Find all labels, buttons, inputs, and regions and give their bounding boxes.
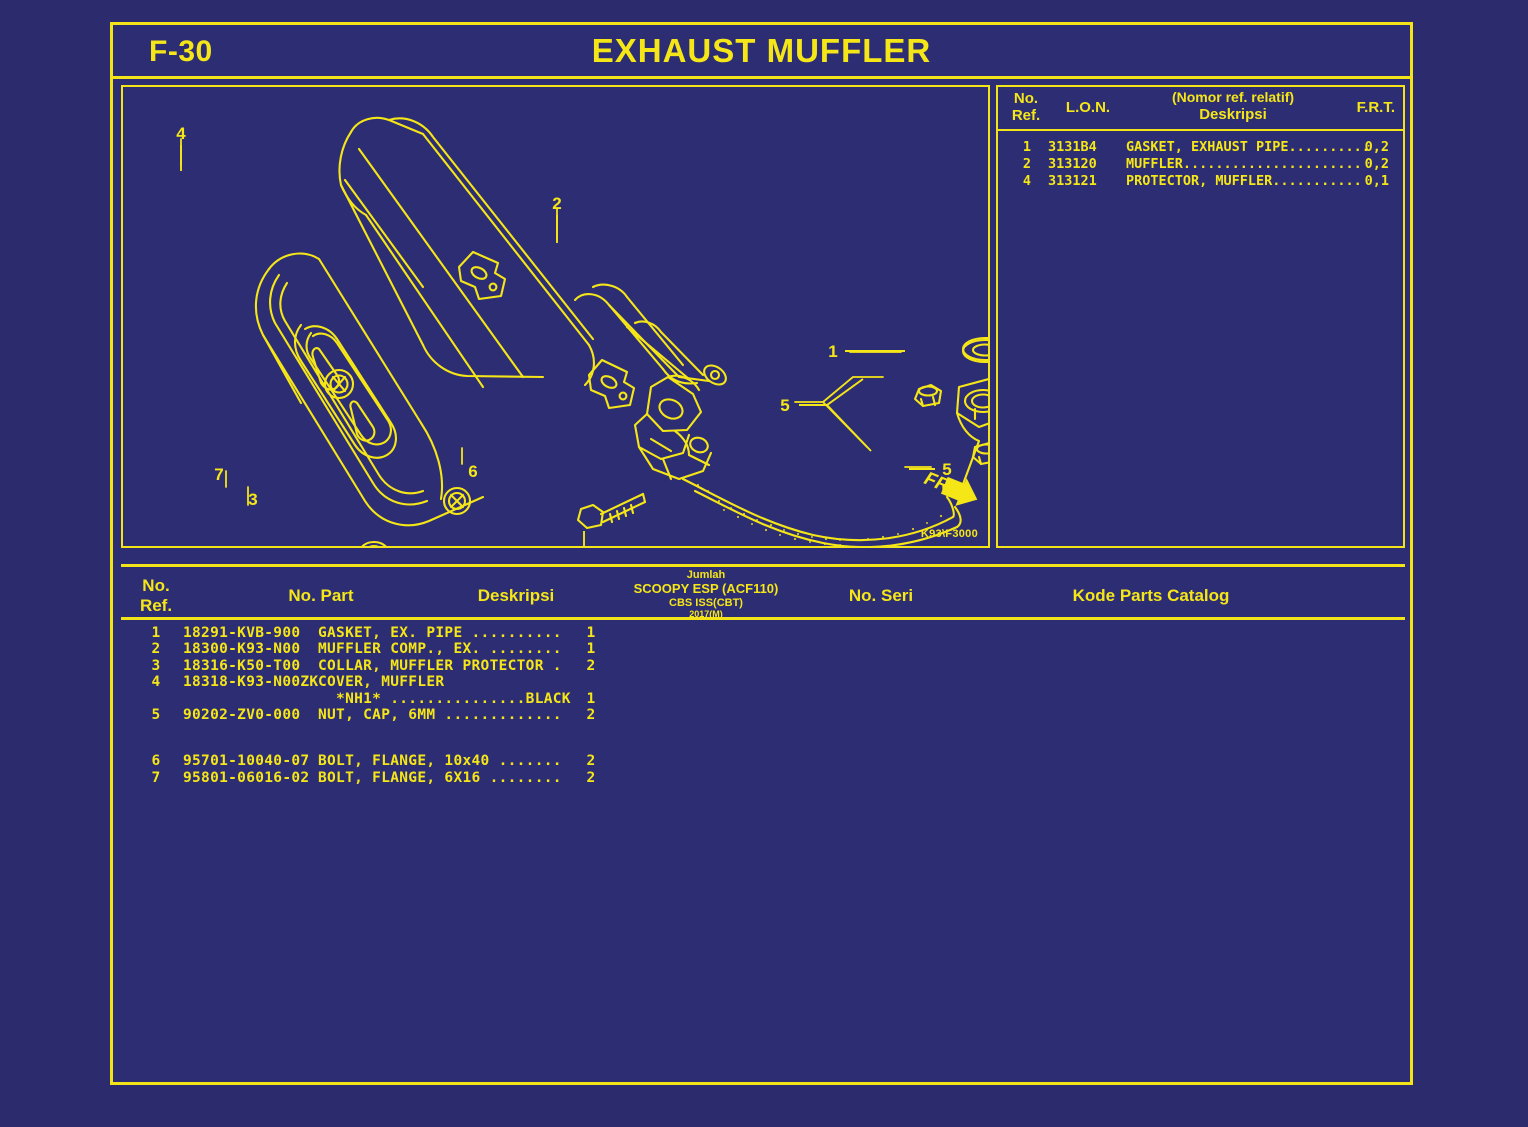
exhaust-muffler-illustration: 4 2 1 5 5 7 3 6 FR. [176, 116, 988, 546]
exploded-diagram-panel: 4 2 1 5 5 7 3 6 FR. K93\F3000 [121, 85, 990, 548]
parts-header-deskripsi: Deskripsi [477, 586, 555, 605]
row-jumlah: 1 [586, 641, 596, 658]
callout-2: 2 [552, 194, 561, 213]
lon-row: 1 3131B4 GASKET, EXHAUST PIPE.......... … [998, 139, 1403, 156]
row-no-ref: 1 [151, 625, 161, 641]
parts-header-no-ref: No. Ref. [139, 576, 173, 616]
row-deskripsi: MUFFLER COMP., EX. ........ [318, 641, 562, 658]
lon-table-header: No. Ref. L.O.N. (Nomor ref. relatif) Des… [998, 87, 1403, 131]
parts-header-jumlah: Jumlah SCOOPY ESP (ACF110) CBS ISS(CBT) … [633, 569, 779, 620]
table-row: 3 18316-K50-T00 COLLAR, MUFFLER PROTECTO… [121, 658, 1405, 674]
lon-table: No. Ref. L.O.N. (Nomor ref. relatif) Des… [996, 85, 1405, 548]
callout-7: 7 [214, 465, 223, 484]
parts-header-kode-parts-catalog: Kode Parts Catalog [1072, 586, 1230, 605]
page-title: EXHAUST MUFFLER [591, 32, 932, 69]
lon-row-frt: 0,2 [1364, 139, 1389, 155]
lon-header-frt: F.R.T. [1356, 99, 1395, 116]
callout-3: 3 [248, 490, 257, 509]
lon-row-frt: 0,1 [1364, 173, 1389, 189]
table-row: 2 18300-K93-N00 MUFFLER COMP., EX. .....… [121, 641, 1405, 657]
catalog-frame: F-30 EXHAUST MUFFLER [110, 22, 1413, 1085]
parts-table-header: No. Ref. No. Part Deskripsi Jumlah SCOOP… [121, 564, 1405, 620]
row-jumlah: 2 [586, 753, 596, 770]
row-deskripsi: GASKET, EX. PIPE .......... [318, 625, 562, 641]
lon-row-no: 2 [1022, 156, 1032, 172]
row-no-ref: 3 [151, 657, 161, 674]
callout-4: 4 [176, 124, 186, 143]
row-jumlah: 1 [586, 690, 596, 707]
row-no-ref: 5 [151, 706, 161, 723]
parts-header-no-seri: No. Seri [848, 586, 914, 605]
row-jumlah: 2 [586, 657, 596, 674]
row-no-part: 95701-10040-07 [183, 753, 310, 770]
lon-row-no: 1 [1022, 139, 1032, 155]
row-jumlah: 2 [586, 769, 596, 786]
row-jumlah: 1 [586, 625, 596, 641]
row-deskripsi: BOLT, FLANGE, 10x40 ....... [318, 753, 562, 770]
lon-row-lon: 313121 [1048, 173, 1097, 189]
table-row: 6 95701-10040-07 BOLT, FLANGE, 10x40 ...… [121, 753, 1405, 769]
callout-5-upper: 5 [780, 396, 789, 415]
callout-1: 1 [828, 342, 837, 361]
parts-table-body: 1 18291-KVB-900 GASKET, EX. PIPE .......… [121, 625, 1405, 786]
lon-row-lon: 313120 [1048, 156, 1097, 172]
table-row-spacer [121, 723, 1405, 753]
lon-row: 2 313120 MUFFLER...................... 0… [998, 156, 1403, 173]
lon-header-lon: L.O.N. [1065, 99, 1111, 116]
diagram-code: K93\F3000 [920, 528, 978, 540]
row-jumlah: 2 [586, 706, 596, 723]
row-deskripsi: *NH1* ...............BLACK [318, 690, 571, 707]
lon-row-frt: 0,2 [1364, 156, 1389, 172]
row-no-part: 18316-K50-T00 [183, 657, 301, 674]
row-no-ref: 6 [151, 753, 161, 770]
lon-header-no-ref: No. Ref. [1011, 90, 1041, 125]
callout-6: 6 [468, 462, 477, 481]
row-deskripsi: BOLT, FLANGE, 6X16 ........ [318, 769, 562, 786]
lon-row-desc: PROTECTOR, MUFFLER........... [1126, 173, 1362, 189]
row-no-part: 95801-06016-02 [183, 769, 310, 786]
row-deskripsi: COVER, MUFFLER [318, 674, 445, 691]
row-no-ref: 7 [151, 769, 161, 786]
parts-header-no-part: No. Part [288, 586, 354, 605]
callout-5-lower: 5 [942, 460, 951, 479]
sheet-code: F-30 [149, 35, 213, 68]
lon-row: 4 313121 PROTECTOR, MUFFLER........... 0… [998, 173, 1403, 190]
lon-table-rows: 1 3131B4 GASKET, EXHAUST PIPE.......... … [998, 131, 1403, 190]
row-deskripsi: NUT, CAP, 6MM ............. [318, 706, 562, 723]
table-row: 5 90202-ZV0-000 NUT, CAP, 6MM ..........… [121, 707, 1405, 723]
table-row: 4 18318-K93-N00ZK COVER, MUFFLER [121, 674, 1405, 690]
lon-row-no: 4 [1022, 173, 1032, 189]
row-no-part: 90202-ZV0-000 [183, 706, 301, 723]
row-no-ref: 2 [151, 641, 161, 658]
title-bar: F-30 EXHAUST MUFFLER [113, 25, 1410, 79]
lon-header-deskripsi: (Nomor ref. relatif) Deskripsi [1171, 89, 1295, 123]
row-no-part: 18291-KVB-900 [183, 625, 301, 641]
row-no-part: 18318-K93-N00ZK [183, 674, 319, 691]
lon-row-desc: GASKET, EXHAUST PIPE.......... [1126, 139, 1370, 155]
lon-row-desc: MUFFLER...................... [1126, 156, 1362, 172]
lon-row-lon: 3131B4 [1048, 139, 1097, 155]
mid-band: 4 2 1 5 5 7 3 6 FR. K93\F3000 [113, 79, 1410, 558]
row-deskripsi: COLLAR, MUFFLER PROTECTOR . [318, 657, 562, 674]
table-row: 7 95801-06016-02 BOLT, FLANGE, 6X16 ....… [121, 770, 1405, 786]
row-no-ref: 4 [151, 674, 161, 691]
row-no-part: 18300-K93-N00 [183, 641, 301, 658]
table-row: 1 18291-KVB-900 GASKET, EX. PIPE .......… [121, 625, 1405, 641]
table-row: *NH1* ...............BLACK 1 [121, 691, 1405, 707]
